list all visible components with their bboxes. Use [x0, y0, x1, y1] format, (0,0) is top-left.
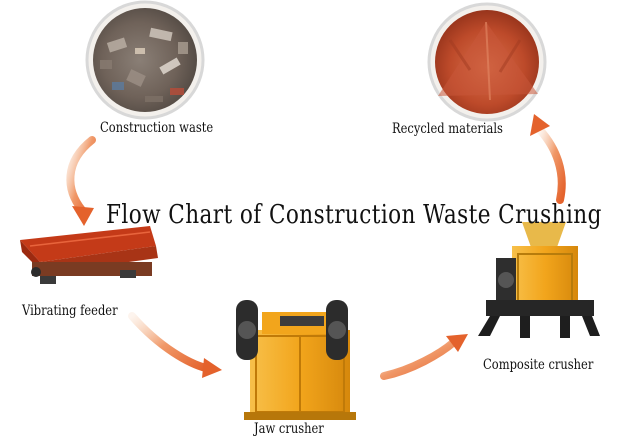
vibrating-feeder-machine — [20, 226, 158, 284]
node-label-vibrating-feeder: Vibrating feeder — [22, 303, 118, 319]
arrow-jaw-to-composite — [380, 334, 468, 380]
node-label-jaw-crusher: Jaw crusher — [254, 421, 324, 437]
node-label-composite-crusher: Composite crusher — [483, 357, 594, 373]
recycled-materials-photo — [427, 2, 547, 122]
jaw-crusher-machine — [236, 300, 356, 420]
chart-title: Flow Chart of Construction Waste Crushin… — [106, 200, 602, 230]
arrow-composite-to-recycled — [530, 114, 566, 204]
node-label-recycled-materials: Recycled materials — [392, 121, 503, 137]
arrow-feeder-to-jaw — [128, 312, 222, 378]
construction-waste-photo — [85, 0, 205, 120]
node-label-construction-waste: Construction waste — [100, 120, 214, 136]
composite-crusher-machine — [478, 222, 600, 338]
arrow-waste-to-feeder — [66, 136, 96, 226]
